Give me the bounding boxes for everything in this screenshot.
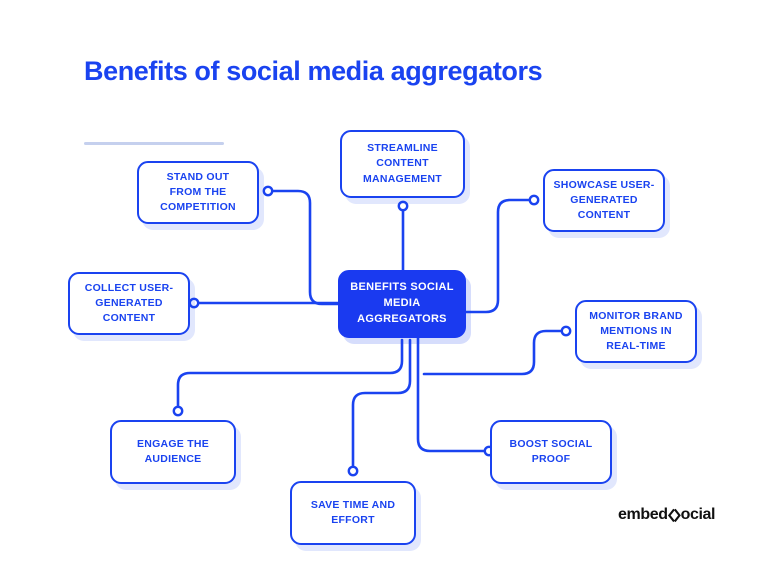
node-line: COLLECT USER- <box>84 281 174 294</box>
node-line: SHOWCASE USER- <box>553 178 655 191</box>
node-collect-user-generated-content[interactable]: COLLECT USER- GENERATED CONTENT <box>68 272 190 335</box>
node-line: REAL-TIME <box>606 340 666 353</box>
node-line: PROOF <box>531 453 571 465</box>
node-line: ENGAGE THE <box>137 437 209 450</box>
node-showcase-user-generated-content[interactable]: SHOWCASE USER- GENERATED CONTENT <box>543 169 665 232</box>
node-line: STREAMLINE <box>367 142 438 155</box>
connector-monitor <box>422 329 568 376</box>
node-line: FROM THE <box>169 185 227 198</box>
node-center-benefits-social-media-aggregators[interactable]: BENEFITS SOCIAL MEDIA AGGREGATORS <box>338 270 466 338</box>
connector-savetime <box>351 338 412 473</box>
connector-standout <box>266 189 342 306</box>
logo-text-right: ocial <box>680 506 716 523</box>
node-line: MANAGEMENT <box>363 172 442 185</box>
node-line: GENERATED <box>570 193 638 206</box>
connector-dot-standout <box>262 185 274 197</box>
connector-boost <box>416 336 491 453</box>
node-line: STAND OUT <box>166 170 230 183</box>
node-line: EFFORT <box>331 514 375 526</box>
node-line: CONTENT <box>376 157 429 170</box>
node-line: MONITOR BRAND <box>589 309 683 322</box>
node-stand-out-from-the-competition[interactable]: STAND OUT FROM THE COMPETITION <box>137 161 259 224</box>
node-boost-social-proof[interactable]: BOOST SOCIAL PROOF <box>490 420 612 484</box>
connector-showcase <box>464 198 536 314</box>
connector-dot-showcase <box>528 194 540 206</box>
decorative-rule <box>84 142 224 145</box>
logo-text-left: embed <box>618 506 668 523</box>
node-line: CONTENT <box>577 209 631 222</box>
node-line: GENERATED <box>95 296 163 309</box>
node-monitor-brand-mentions-in-real-time[interactable]: MONITOR BRAND MENTIONS IN REAL-TIME <box>575 300 697 363</box>
node-line: SAVE TIME AND <box>310 498 396 511</box>
connector-engage <box>176 338 404 413</box>
page-title: Benefits of social media aggregators <box>84 56 543 86</box>
connector-dot-engage <box>172 405 184 417</box>
node-line: AUDIENCE <box>144 453 202 465</box>
connector-dot-collect <box>188 297 200 309</box>
node-engage-the-audience[interactable]: ENGAGE THE AUDIENCE <box>110 420 236 484</box>
node-line: COMPETITION <box>160 201 236 214</box>
chevron-s-mark-icon <box>667 508 681 523</box>
node-line: MEDIA <box>383 297 421 310</box>
node-line: MENTIONS IN <box>600 324 672 337</box>
embedsocial-logo: embed ocial <box>618 506 715 524</box>
node-line: BENEFITS SOCIAL <box>350 281 454 294</box>
node-line: CONTENT <box>102 312 156 325</box>
node-streamline-content-management[interactable]: STREAMLINE CONTENT MANAGEMENT <box>340 130 465 198</box>
node-save-time-and-effort[interactable]: SAVE TIME AND EFFORT <box>290 481 416 545</box>
connector-dot-savetime <box>347 465 359 477</box>
connector-dot-streamline <box>397 200 409 212</box>
connector-dot-monitor <box>560 325 572 337</box>
node-line: BOOST SOCIAL <box>509 437 593 450</box>
node-line: AGGREGATORS <box>357 312 447 325</box>
